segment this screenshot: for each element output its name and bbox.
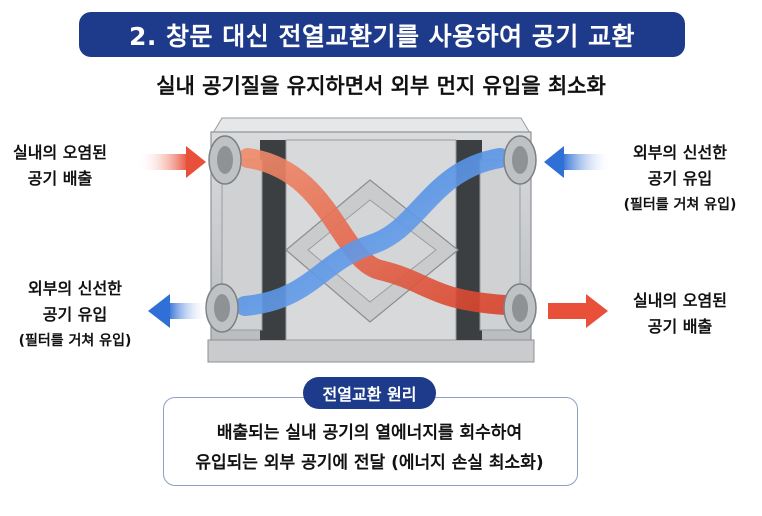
label-note: (필터를 거쳐 유입): [18, 333, 132, 349]
subtitle: 실내 공기질을 유지하면서 외부 먼지 유입을 최소화: [156, 74, 606, 98]
label-line: 실내의 오염된: [13, 143, 107, 162]
arrow-intake-bottom-left: [148, 294, 208, 328]
port-bottom-right: [503, 283, 537, 333]
label-exhaust-bottom-right: 실내의 오염된 공기 배출: [610, 288, 750, 340]
label-note: (필터를 거쳐 유입): [623, 197, 737, 213]
port-top-left: [208, 135, 242, 185]
principle-line: 유입되는 외부 공기에 전달 (에너지 손실 최소화): [195, 453, 544, 473]
principle-tag: 전열교환 원리: [303, 377, 436, 409]
label-line: 공기 유입: [42, 305, 108, 324]
arrow-exhaust-top-left: [138, 146, 206, 178]
intake-pipe: [235, 148, 510, 316]
label-line: 공기 배출: [647, 317, 713, 336]
label-line: 실내의 오염된: [633, 291, 727, 310]
label-intake-top-right: 외부의 신선한 공기 유입 (필터를 거쳐 유입): [610, 140, 750, 218]
title-banner: 2. 창문 대신 전열교환기를 사용하여 공기 교환: [79, 12, 685, 57]
port-bottom-left: [205, 283, 239, 333]
label-line: 공기 유입: [647, 169, 713, 188]
principle-line: 배출되는 실내 공기의 열에너지를 회수하여: [216, 423, 523, 443]
label-line: 외부의 신선한: [633, 143, 727, 162]
page-title: 2. 창문 대신 전열교환기를 사용하여 공기 교환: [128, 21, 636, 51]
arrow-exhaust-bottom-right: [548, 294, 608, 328]
principle-box: [163, 397, 578, 486]
label-line: 외부의 신선한: [28, 279, 122, 298]
label-intake-bottom-left: 외부의 신선한 공기 유입 (필터를 거쳐 유입): [0, 276, 150, 354]
port-top-right: [503, 135, 537, 185]
label-line: 공기 배출: [27, 169, 93, 188]
label-exhaust-top-left: 실내의 오염된 공기 배출: [0, 140, 120, 192]
exhaust-pipe: [238, 148, 515, 315]
arrow-intake-top-right: [544, 146, 612, 178]
principle-text: 배출되는 실내 공기의 열에너지를 회수하여 유입되는 외부 공기에 전달 (에…: [163, 418, 576, 478]
